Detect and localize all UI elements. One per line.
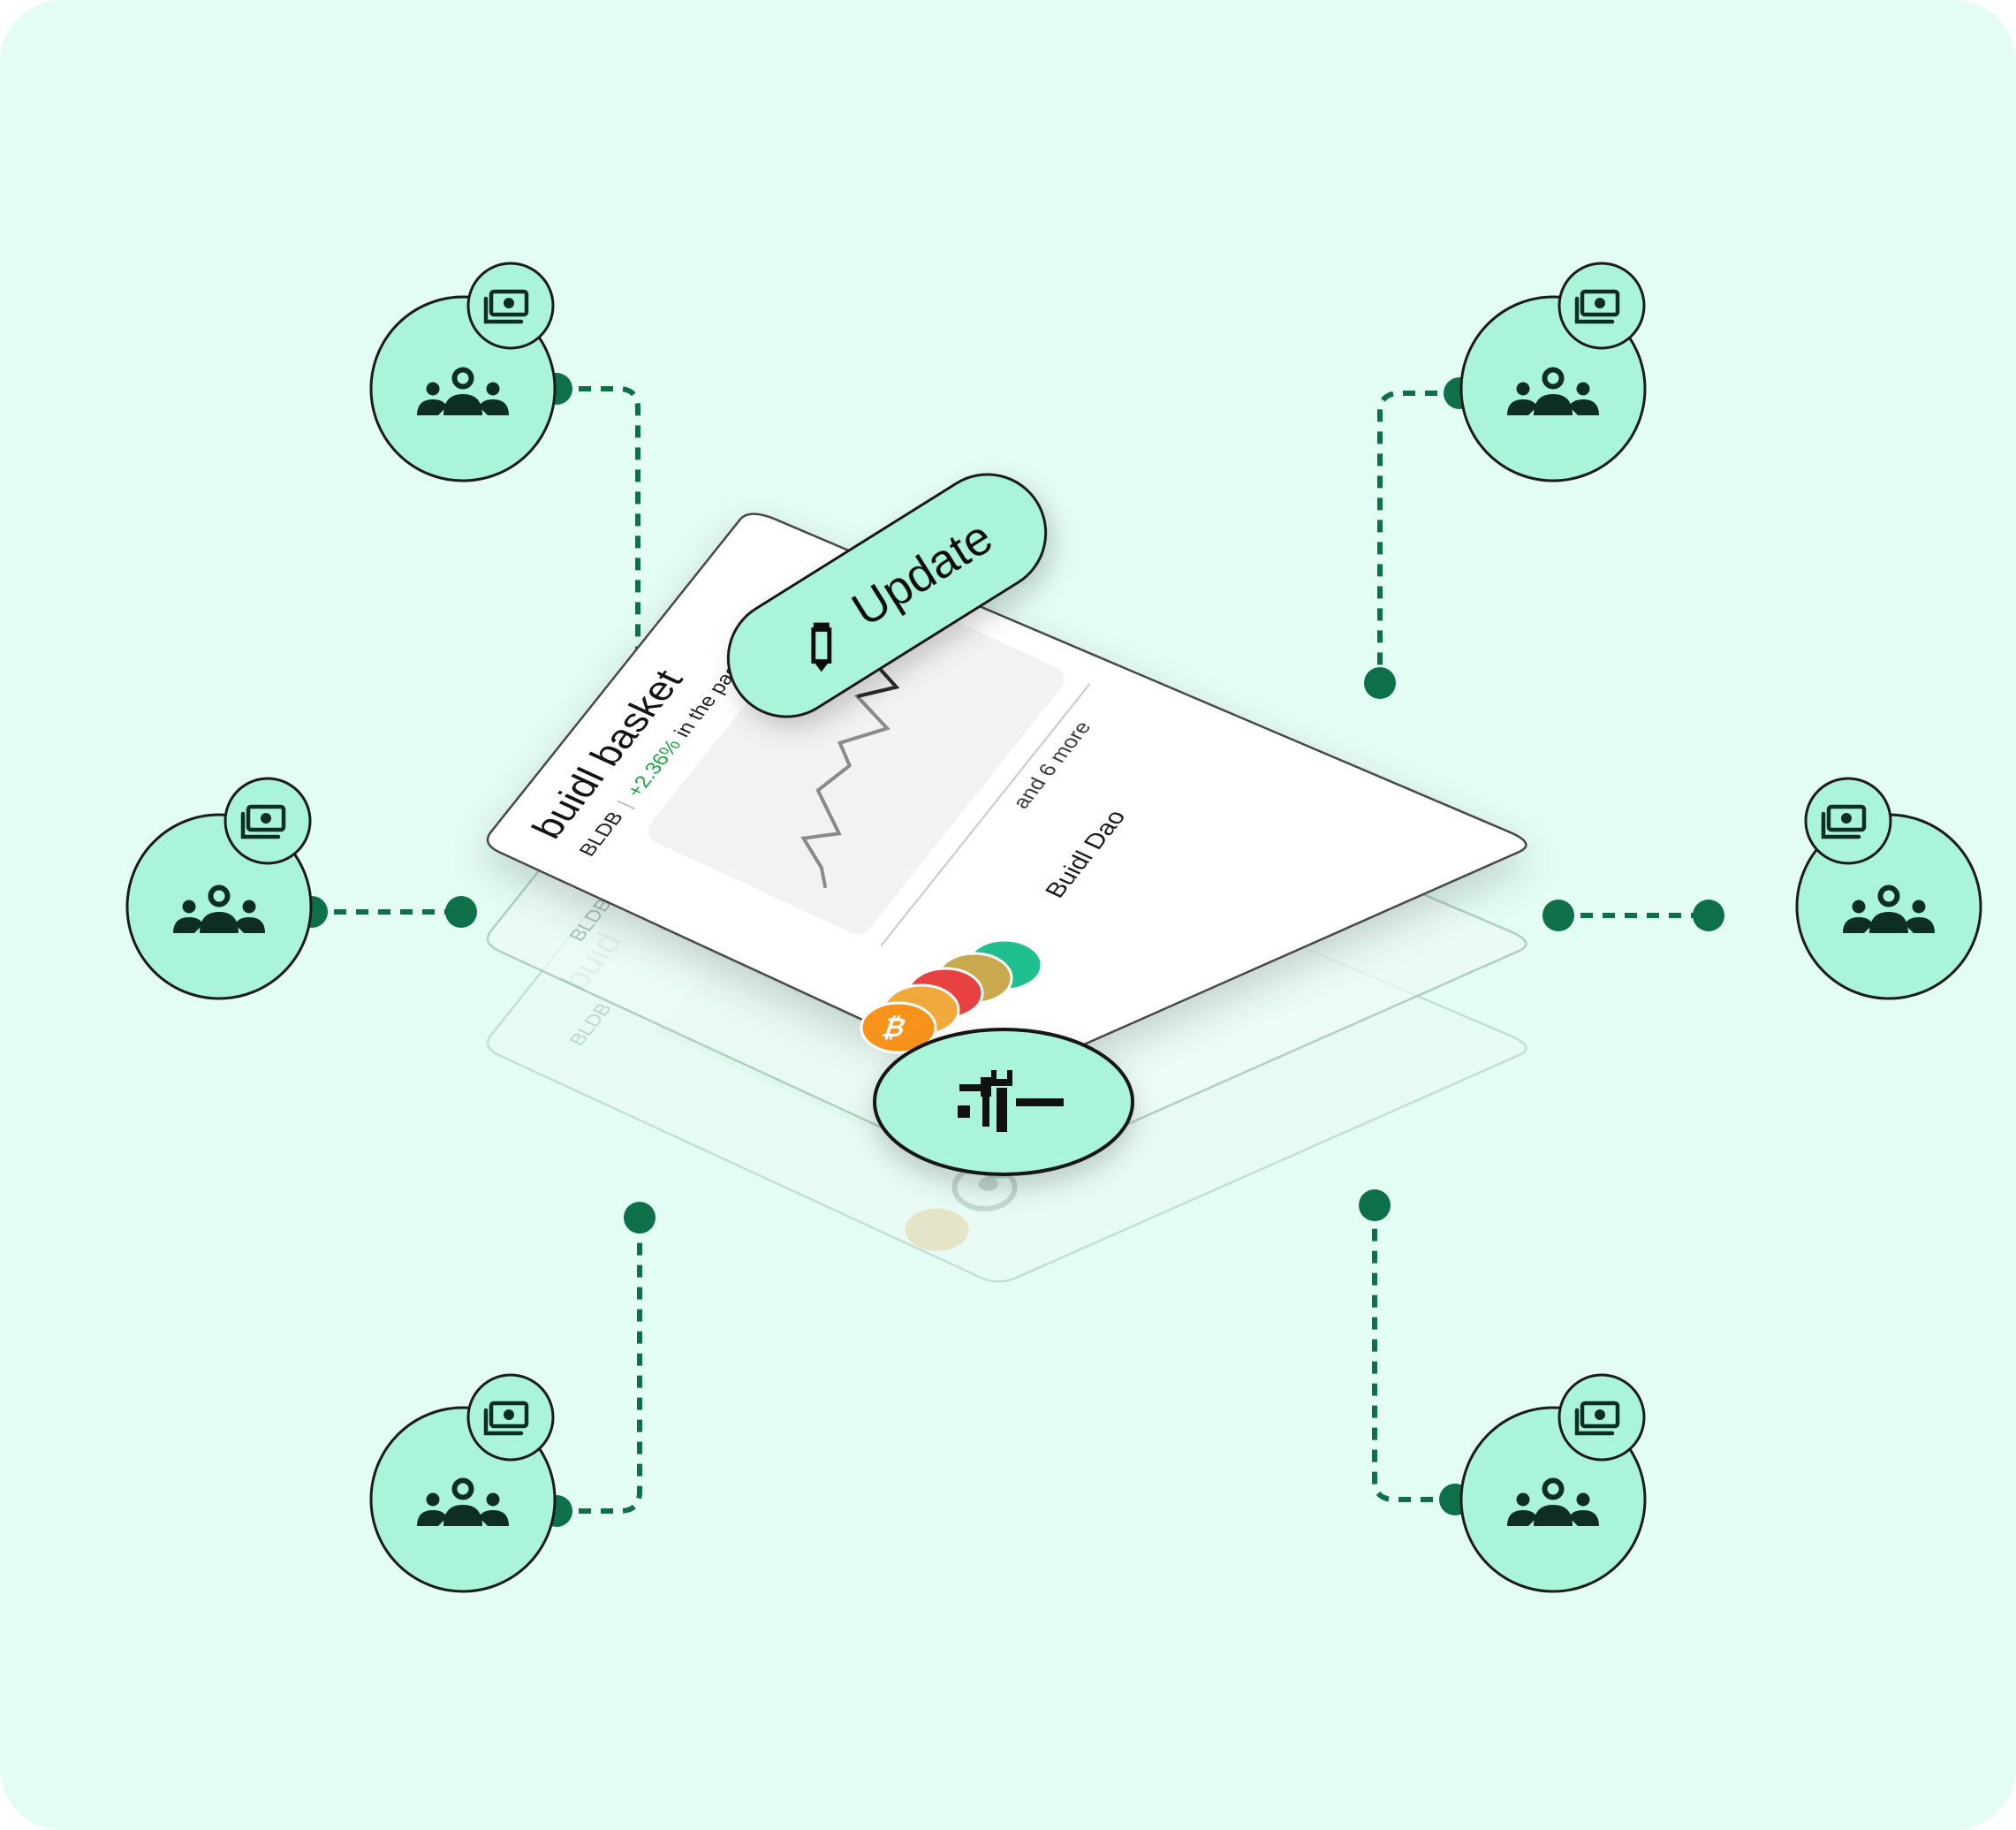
group-node-bottom-right-badge	[1557, 1373, 1646, 1462]
connector-middle-right-start-dot	[1542, 900, 1574, 931]
group-node-top-right[interactable]	[1459, 262, 1647, 482]
connector-bottom-left-end-dot	[624, 1202, 656, 1234]
connector-top-right-end-dot	[1364, 667, 1396, 699]
group-node-top-right-badge	[1557, 262, 1646, 350]
group-node-bottom-left-badge	[466, 1373, 555, 1462]
card-divider	[880, 683, 1091, 946]
group-node-middle-left-badge	[224, 777, 312, 865]
group-node-top-left[interactable]	[369, 262, 557, 482]
connector-bottom-left	[557, 1218, 642, 1514]
tools-icon	[958, 1070, 1064, 1132]
people-nodes	[125, 262, 1982, 1593]
update-button-body	[726, 473, 1048, 718]
connector-bottom-right	[1372, 1205, 1455, 1502]
group-node-middle-right[interactable]	[1795, 777, 1982, 1000]
tool-badge[interactable]	[873, 1028, 1134, 1176]
group-node-middle-left[interactable]	[125, 777, 313, 1000]
ghost-bitcoin-icon	[905, 1208, 969, 1251]
pencil-icon	[811, 622, 832, 672]
connector-top-right	[1377, 391, 1459, 683]
connector-top-left	[557, 386, 640, 685]
connector-bottom-right-end-dot	[1359, 1189, 1391, 1221]
group-node-top-left-badge	[466, 262, 555, 350]
bitcoin-icon: ₿	[860, 1001, 937, 1054]
connector-middle-right-end-dot	[1693, 900, 1724, 931]
group-node-bottom-left[interactable]	[369, 1373, 557, 1593]
group-node-bottom-right[interactable]	[1459, 1373, 1647, 1593]
group-node-middle-right-badge	[1804, 777, 1892, 865]
connector-middle-left-end-dot	[445, 896, 477, 928]
